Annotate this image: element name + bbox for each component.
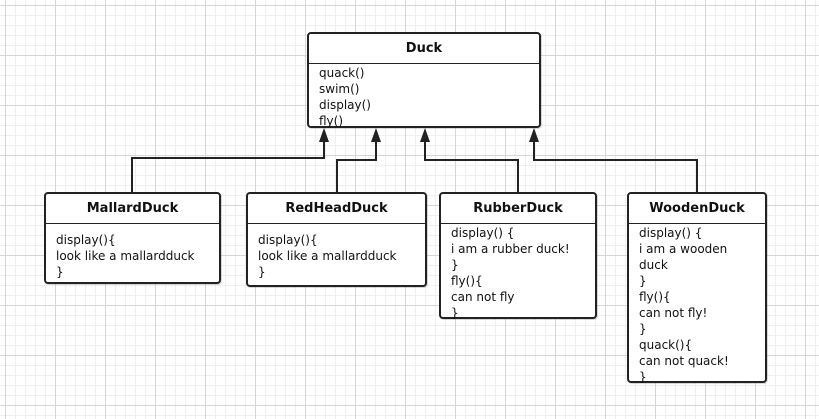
member-line: } [639, 274, 647, 288]
member-line: display(){ [258, 233, 318, 247]
class-members: display() { i am a wooden duck } fly(){ … [629, 224, 765, 385]
arrowhead-wooden [529, 128, 539, 142]
arrowhead-mallard [319, 128, 329, 142]
member-line: swim() [319, 82, 360, 96]
member-line: i am a rubber duck! [451, 242, 570, 256]
connector-mallard [131, 140, 325, 192]
class-name: WoodenDuck [629, 194, 765, 224]
member-line: fly() [319, 114, 344, 128]
member-line: look like a mallardduck [56, 249, 195, 263]
member-line: fly(){ [451, 274, 483, 288]
member-line: can not quack! [639, 354, 729, 368]
class-name: Duck [309, 34, 539, 64]
class-members: display() { i am a rubber duck! } fly(){… [441, 224, 595, 321]
member-line: quack(){ [639, 338, 693, 352]
class-name: RubberDuck [441, 194, 595, 224]
class-members: display(){ look like a mallardduck } [46, 224, 219, 280]
connector-wooden [533, 140, 698, 192]
class-members: quack() swim() display() fly() [309, 64, 539, 129]
member-line: display(){ [56, 233, 116, 247]
member-line: can not fly! [639, 306, 708, 320]
member-line: quack() [319, 66, 365, 80]
member-line: } [451, 306, 459, 320]
connector-redhead [336, 140, 377, 192]
member-line: look like a mallardduck [258, 249, 397, 263]
member-line: } [639, 370, 647, 384]
class-members: display(){ look like a mallardduck } [248, 224, 425, 280]
class-rubber-duck[interactable]: RubberDuck display() { i am a rubber duc… [439, 192, 597, 321]
member-line: display() [319, 98, 371, 112]
class-wooden-duck[interactable]: WoodenDuck display() { i am a wooden duc… [627, 192, 767, 385]
class-name: MallardDuck [46, 194, 219, 224]
connector-rubber [424, 140, 519, 192]
member-line: fly(){ [639, 290, 671, 304]
member-line: display() { [639, 226, 703, 240]
member-line: can not fly [451, 290, 515, 304]
class-mallard-duck[interactable]: MallardDuck display(){ look like a malla… [44, 192, 221, 284]
member-line: duck [639, 258, 668, 272]
member-line: } [451, 258, 459, 272]
member-line: } [258, 265, 266, 279]
arrowhead-rubber [420, 128, 430, 142]
arrowhead-redhead [371, 128, 381, 142]
member-line: i am a wooden [639, 242, 728, 256]
class-redhead-duck[interactable]: RedHeadDuck display(){ look like a malla… [246, 192, 427, 287]
class-name: RedHeadDuck [248, 194, 425, 224]
member-line: } [639, 322, 647, 336]
member-line: display() { [451, 226, 515, 240]
class-duck[interactable]: Duck quack() swim() display() fly() [307, 32, 541, 128]
member-line: } [56, 265, 64, 279]
